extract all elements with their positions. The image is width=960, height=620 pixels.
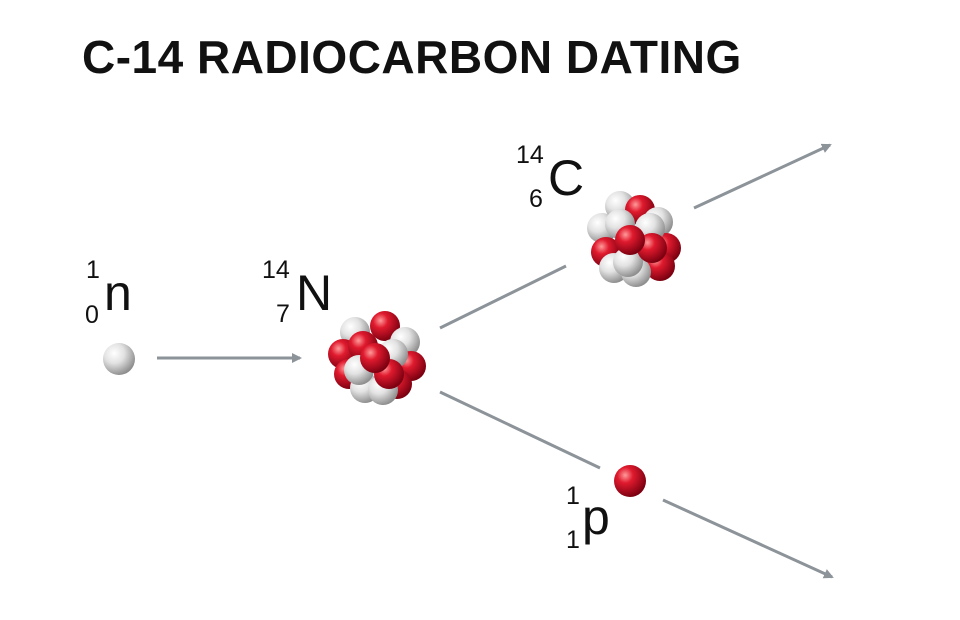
carbon-symbol: C xyxy=(548,150,585,206)
proton-symbol: p xyxy=(582,489,610,545)
proton-path-line xyxy=(439,390,601,470)
proton-nucleon xyxy=(370,311,400,341)
nitrogen-atomic-number: 7 xyxy=(276,300,290,328)
carbon-path-line xyxy=(439,264,567,330)
proton-atomic-number: 1 xyxy=(566,526,580,554)
neutron-particle xyxy=(103,343,135,375)
diagram-title: C-14 RADIOCARBON DATING xyxy=(82,31,742,83)
neutron-nucleon xyxy=(613,247,643,277)
carbon-outgoing-arrow xyxy=(693,143,832,210)
nitrogen-mass-number: 14 xyxy=(262,256,290,284)
proton-outgoing-arrow xyxy=(662,498,834,579)
carbon-mass-number: 14 xyxy=(516,141,544,169)
neutron-atomic-number: 0 xyxy=(85,301,99,329)
proton-nucleon xyxy=(615,225,645,255)
neutron-symbol: n xyxy=(104,265,132,321)
neutron-mass-number: 1 xyxy=(86,256,100,284)
carbon-atomic-number: 6 xyxy=(529,185,543,213)
proton-particle xyxy=(614,465,646,497)
proton-nucleon xyxy=(360,343,390,373)
carbon-14-nucleus xyxy=(587,191,681,287)
nitrogen-14-nucleus xyxy=(328,311,426,405)
proton-mass-number: 1 xyxy=(566,482,580,510)
nitrogen-symbol: N xyxy=(296,265,333,321)
